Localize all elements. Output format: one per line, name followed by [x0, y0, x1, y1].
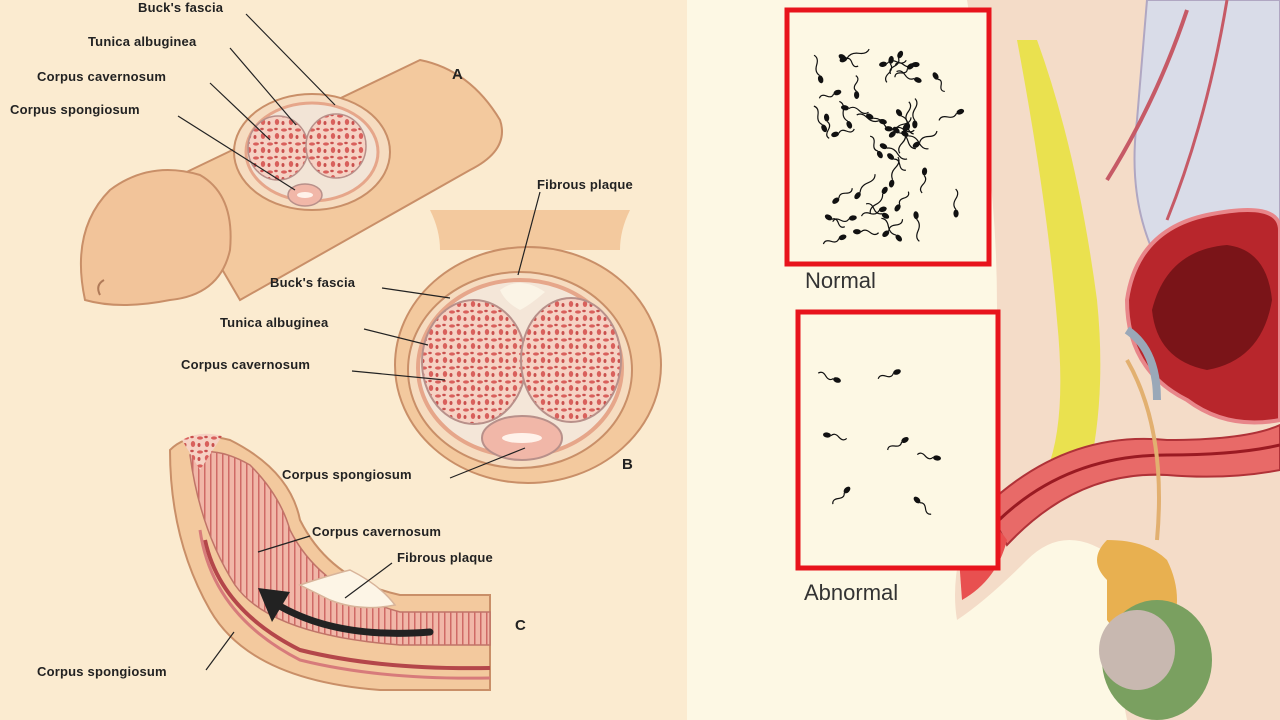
normal-caption: Normal [805, 268, 876, 293]
sperm-cell [817, 371, 841, 383]
sperm-cell [887, 436, 909, 451]
label-fibrous-plaque-b: Fibrous plaque [537, 177, 633, 192]
sperm-cell [854, 174, 876, 200]
label-corpus-cavernosum-b: Corpus cavernosum [181, 357, 311, 372]
sperm-cell [888, 156, 900, 188]
reproductive-anatomy [955, 0, 1280, 720]
label-fibrous-plaque-c: Fibrous plaque [397, 550, 493, 565]
leader-lines [177, 13, 541, 671]
sperm-cell [856, 113, 887, 125]
sperm-cell [832, 188, 853, 204]
sperm-cell [904, 101, 912, 131]
sperm-comparison: Normal Abnormal [687, 0, 1280, 720]
anatomy-drawing [0, 0, 687, 720]
sperm-cell [853, 229, 880, 236]
label-corpus-spongiosum-b: Corpus spongiosum [282, 467, 412, 482]
reproductive-anatomy-drawing [687, 0, 1280, 720]
sperm-cell [877, 369, 901, 380]
label-corpus-spongiosum-c: Corpus spongiosum [37, 664, 167, 679]
sperm-cell [823, 432, 848, 441]
abnormal-sperm-panel [795, 309, 1001, 571]
sperm-cell [838, 54, 859, 68]
sperm-cell [887, 153, 906, 171]
sperm-cell [832, 215, 857, 223]
label-corpus-spongiosum-a: Corpus spongiosum [10, 102, 140, 117]
sperm-cell [813, 105, 828, 133]
normal-sperm-panel [784, 7, 992, 267]
sperm-cell [879, 143, 908, 160]
sperm-cell [818, 89, 842, 99]
sperm-cell [853, 75, 860, 99]
sperm-cell [938, 108, 965, 121]
sperm-cell [881, 217, 903, 242]
label-corpus-cavernosum-a: Corpus cavernosum [37, 69, 167, 84]
sperm-cell [869, 186, 888, 214]
label-tunica-albuginea-a: Tunica albuginea [88, 34, 197, 49]
sperm-cell [916, 452, 941, 461]
sperm-cell [839, 100, 853, 129]
sperm-cell [913, 496, 932, 515]
figure-letter-c: C [515, 617, 526, 634]
sperm-cell [912, 130, 938, 148]
sperm-cell [912, 98, 918, 129]
sperm-cell [823, 113, 831, 139]
sperm-cell [832, 486, 851, 505]
sperm-cell [831, 128, 855, 138]
sperm-cell [896, 70, 922, 83]
sperm-cell [869, 135, 883, 159]
sperm-cell [932, 72, 945, 93]
sperm-cell [879, 59, 907, 67]
sperm-cell [894, 63, 915, 78]
sperm-cell [888, 117, 912, 138]
sperm-cell [919, 167, 928, 194]
abnormal-caption: Abnormal [804, 580, 899, 605]
normal-sperm-cluster [813, 48, 965, 245]
figure-letter-b: B [622, 456, 633, 473]
sperm-cell [882, 219, 904, 238]
sperm-cell [953, 188, 959, 218]
sperm-cell [840, 105, 869, 115]
sperm-cell [813, 54, 824, 84]
figure-b [394, 210, 662, 484]
label-tunica-albuginea-b: Tunica albuginea [220, 315, 329, 330]
anatomy-illustration: Buck's fascia Tunica albuginea Corpus ca… [0, 0, 687, 720]
sperm-cell [913, 211, 920, 242]
sperm-cell [894, 191, 910, 212]
figure-a [79, 58, 503, 306]
label-corpus-cavernosum-c: Corpus cavernosum [312, 524, 442, 539]
figure-c [168, 433, 491, 691]
abnormal-sperm-cluster [817, 369, 941, 515]
label-bucks-fascia-b: Buck's fascia [270, 275, 356, 290]
sperm-cell [824, 214, 846, 228]
figure-letter-a: A [452, 66, 463, 83]
label-bucks-fascia-a: Buck's fascia [138, 0, 224, 15]
sperm-cell [822, 234, 847, 245]
sperm-cell [865, 202, 890, 219]
